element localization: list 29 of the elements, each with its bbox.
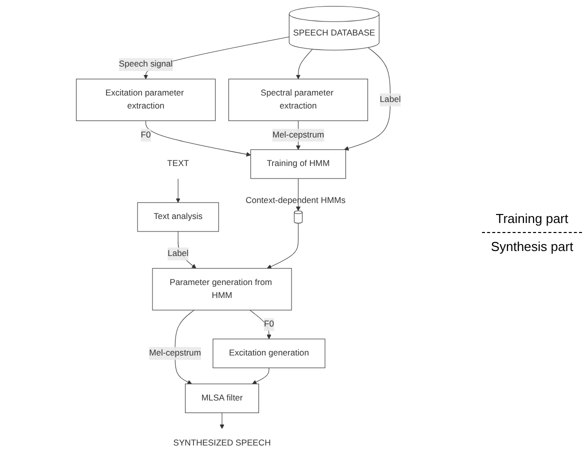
edge-label: Mel-cepstrum [272,130,324,140]
node-box: MLSA filter [185,384,260,414]
arrow [220,412,224,430]
arrow [146,120,251,157]
edge-label: Speech signal [118,60,173,69]
arrow [252,368,270,384]
arrow [296,48,313,80]
part-label: Training part [496,210,568,226]
node-cylinder [294,210,302,224]
arrow [178,231,196,269]
node-text: TEXT [167,159,190,168]
node-box: Excitation parameter extraction [76,78,216,122]
node-box: Training of HMM [250,149,346,179]
arrow [296,178,301,212]
edge-label: Label [380,95,401,104]
node-box: Excitation generation [212,338,326,368]
node-box: Parameter generation from HMM [152,268,292,310]
arrow [250,310,272,340]
node-box: Text analysis [137,202,219,232]
arrow [344,47,391,151]
edge-label: Label [168,249,189,258]
edge-label: Mel-cepstrum [149,348,201,358]
edge-label: F0 [140,130,151,140]
node-text: SYNTHESIZED SPEECH [173,438,271,448]
arrow [176,178,180,203]
edge-label: F0 [264,320,274,329]
part-label: Synthesis part [490,238,574,254]
arrow [266,222,298,269]
node-box: Spectral parameter extraction [228,78,368,122]
